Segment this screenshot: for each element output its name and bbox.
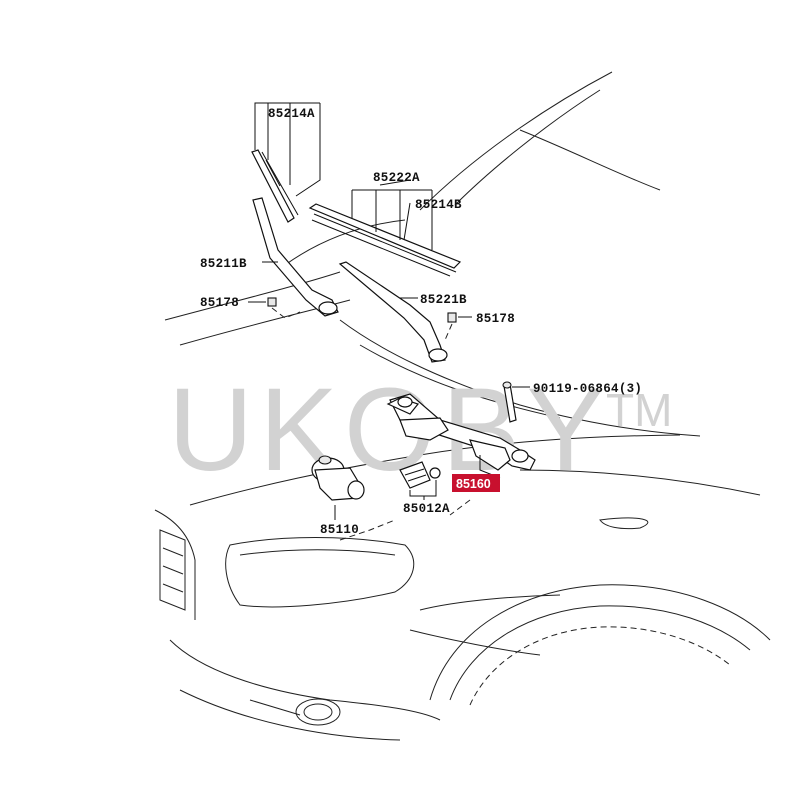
motor-end-cap bbox=[347, 480, 365, 500]
dash-left-nut bbox=[271, 307, 301, 319]
label-85178-right[interactable]: 85178 bbox=[476, 312, 515, 326]
vehicle-outline bbox=[154, 71, 771, 741]
label-85214A[interactable]: 85214A bbox=[268, 107, 315, 121]
watermark-tm: TM bbox=[606, 384, 672, 436]
linkage-center-bracket bbox=[399, 417, 449, 441]
wheel-arch-outer bbox=[429, 584, 771, 701]
right-blade-rubber-2 bbox=[311, 219, 451, 277]
part-85211B-arm bbox=[252, 197, 339, 317]
roof-line bbox=[419, 71, 613, 211]
cover-detail-2 bbox=[407, 474, 427, 482]
left-arm-pivot bbox=[318, 301, 338, 315]
hood-inner-edge bbox=[359, 344, 561, 419]
left-blade-rubber bbox=[261, 151, 299, 216]
windshield-top bbox=[519, 129, 661, 191]
fender-top bbox=[519, 469, 761, 496]
part-85214A-blade bbox=[251, 149, 299, 223]
leader-85214A-bracket bbox=[254, 102, 320, 150]
fender-crease bbox=[409, 629, 541, 656]
label-90119[interactable]: 90119-06864(3) bbox=[533, 382, 642, 396]
label-85160[interactable]: 85160 bbox=[456, 477, 491, 491]
leader-85012A bbox=[409, 480, 437, 497]
fog-light-inner bbox=[303, 703, 333, 721]
side-marker bbox=[599, 517, 649, 530]
dash-85110 bbox=[339, 519, 396, 541]
bumper-lower bbox=[179, 689, 401, 741]
label-85222A[interactable]: 85222A bbox=[373, 171, 420, 185]
left-blade-body bbox=[251, 149, 295, 223]
wheel-arch-inner bbox=[449, 605, 751, 701]
part-85222A-blade bbox=[308, 203, 462, 277]
part-90119-bolt bbox=[502, 381, 517, 423]
fog-light-outer bbox=[295, 698, 341, 726]
headlight-inner bbox=[239, 549, 396, 556]
right-nut bbox=[447, 312, 457, 323]
label-85178-left[interactable]: 85178 bbox=[200, 296, 239, 310]
bumper-line bbox=[169, 639, 441, 721]
grille-bar-2 bbox=[162, 565, 184, 575]
leader-85214A-end bbox=[295, 103, 321, 197]
headlight-outer bbox=[225, 537, 415, 608]
watermark-text: UKOBY bbox=[168, 364, 611, 496]
part-85160-linkage bbox=[386, 393, 536, 471]
bolt-head bbox=[502, 381, 512, 389]
fog-light-trim bbox=[249, 699, 301, 716]
part-85178-left-nut bbox=[267, 297, 277, 307]
wheel-arch-dashed bbox=[469, 626, 731, 706]
dash-85160 bbox=[449, 499, 471, 516]
right-blade-rubber bbox=[313, 213, 457, 273]
leader-85214B bbox=[403, 202, 411, 241]
hood-surface bbox=[189, 434, 681, 506]
leader-85222A-label bbox=[379, 179, 411, 186]
watermark: UKOBY TM bbox=[168, 364, 672, 496]
part-85221B-arm bbox=[338, 261, 448, 363]
windshield-lower-left bbox=[284, 219, 406, 266]
label-85221B[interactable]: 85221B bbox=[420, 293, 467, 307]
highlight-box-85160 bbox=[452, 474, 500, 492]
linkage-left-pivot bbox=[397, 396, 413, 408]
left-blade-detail bbox=[265, 159, 281, 187]
grille-frame bbox=[159, 529, 186, 611]
label-85211B[interactable]: 85211B bbox=[200, 257, 247, 271]
linkage-right-crank bbox=[469, 439, 511, 471]
dash-right-nut bbox=[444, 323, 453, 341]
part-85012A-cover bbox=[399, 461, 441, 489]
linkage-right-pivot bbox=[511, 449, 529, 463]
label-85110[interactable]: 85110 bbox=[320, 523, 359, 537]
side-crease bbox=[419, 594, 561, 611]
motor-shaft bbox=[318, 455, 332, 465]
cover-detail-1 bbox=[404, 468, 425, 476]
left-nut bbox=[267, 297, 277, 307]
callout-labels: 85214A 85222A 85214B 85211B 85178 85221B… bbox=[200, 107, 642, 537]
left-arm-body bbox=[252, 197, 339, 317]
label-85012A[interactable]: 85012A bbox=[403, 502, 450, 516]
grille-bar-3 bbox=[162, 583, 184, 593]
grille-edge bbox=[154, 509, 196, 620]
roof-inner-line bbox=[454, 89, 601, 206]
cowl-upper bbox=[164, 271, 341, 321]
grille-bar-1 bbox=[162, 547, 184, 557]
part-85178-right-nut bbox=[447, 312, 457, 323]
cover-body bbox=[399, 461, 431, 489]
right-blade-body bbox=[308, 203, 462, 269]
cover-grommet bbox=[429, 467, 441, 479]
label-85214B[interactable]: 85214B bbox=[415, 198, 462, 212]
right-arm-body bbox=[338, 261, 446, 363]
part-85110-motor bbox=[311, 455, 365, 501]
hood-edge bbox=[339, 319, 701, 437]
right-arm-pivot bbox=[428, 348, 448, 362]
